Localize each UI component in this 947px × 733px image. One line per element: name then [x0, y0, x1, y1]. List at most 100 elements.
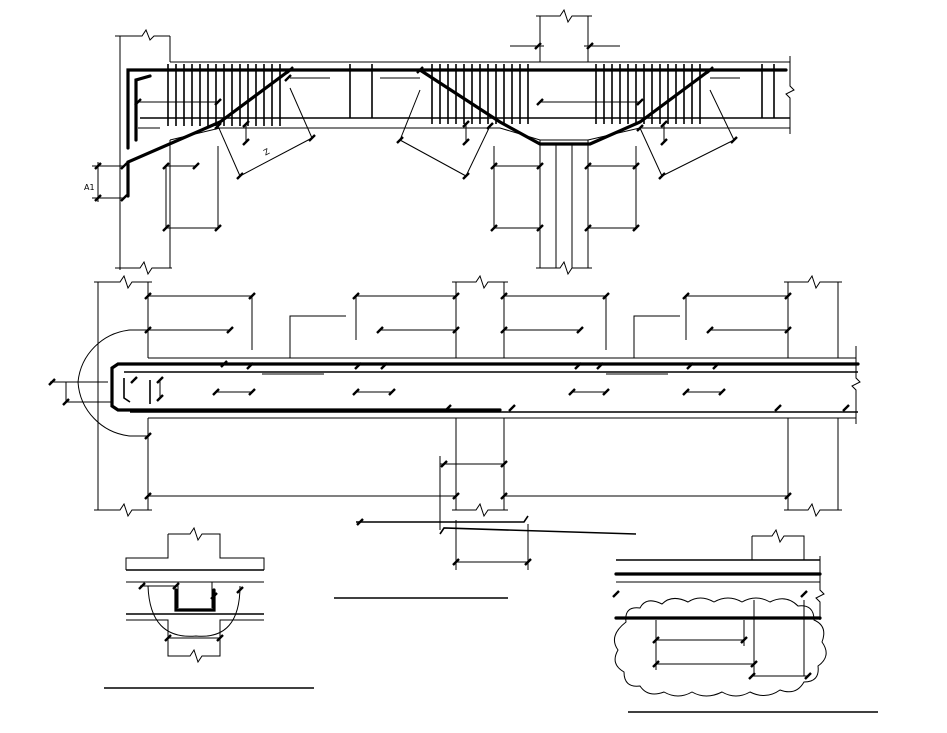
dimension-tick: [144, 492, 152, 500]
dimension-tick: [416, 66, 424, 74]
dimension-tick: [444, 404, 452, 412]
dimension-tick: [500, 492, 508, 500]
dimension-tick: [120, 162, 128, 170]
dimension-tick: [156, 394, 164, 402]
dimension-tick: [144, 432, 152, 440]
dimension-tick: [660, 120, 668, 128]
stirrups-right: [595, 64, 701, 124]
dimension-tick: [120, 194, 128, 202]
dimension-tick: [94, 194, 102, 202]
dimension-tick: [568, 388, 576, 396]
dimension-tick: [784, 326, 792, 334]
dimension-tick: [162, 162, 170, 170]
dimension-tick: [376, 326, 384, 334]
dimension-tick: [652, 660, 660, 668]
dimension-tick: [388, 388, 396, 396]
lap-bar-upper: [356, 515, 529, 523]
dimension-tick: [536, 98, 544, 106]
dimension-tick: [748, 672, 756, 680]
hook-inner: [123, 378, 131, 403]
diagonal-leader: [709, 89, 735, 141]
dimension-tick: [490, 224, 498, 232]
continuous-beam-elevation: [48, 274, 861, 570]
dimension-tick: [462, 120, 470, 128]
dimension-tick: [740, 636, 748, 644]
dimension-tick: [602, 292, 610, 300]
mid-column-break-top: [536, 8, 592, 24]
diagonal-leader: [217, 125, 241, 177]
diagonal-dimension: [239, 137, 313, 177]
dimension-tick: [706, 66, 714, 74]
dimension-tick: [214, 224, 222, 232]
dimension-ticks-middle: [48, 292, 850, 566]
dimension-tick: [144, 292, 152, 300]
dimension-tick: [632, 224, 640, 232]
dimension-tick: [214, 98, 222, 106]
cloud-column-outline: [752, 528, 805, 560]
dimension-tick: [452, 558, 460, 566]
dimension-tick: [462, 172, 470, 180]
dimension-tick: [94, 162, 102, 170]
beam-bottom-line: [169, 127, 790, 141]
dimension-tick: [500, 292, 508, 300]
dimension-tick: [162, 224, 170, 232]
clouded-detail-right: [612, 528, 878, 713]
u-bar: [174, 588, 216, 612]
dimension-tick: [586, 42, 594, 50]
dimension-tick: [536, 224, 544, 232]
dimension-tick: [660, 138, 668, 146]
anchorage-label: Z: [262, 147, 272, 158]
stirrups-left: [167, 64, 281, 126]
dimension-ticks-cloud: [612, 590, 812, 680]
dimension-tick: [576, 326, 584, 334]
dimension-tick: [800, 590, 808, 598]
joint-outline: [125, 534, 169, 570]
dimension-tick: [220, 360, 228, 368]
dimension-ticks-joint: [138, 582, 244, 642]
dimension-tick: [248, 388, 256, 396]
top-bar-with-hook: [110, 362, 860, 412]
dimension-tick: [596, 362, 604, 370]
dimension-tick: [584, 224, 592, 232]
dimension-tick: [500, 460, 508, 468]
dimension-tick: [612, 590, 620, 598]
top-second-bar: [134, 74, 152, 142]
dimension-tick: [536, 162, 544, 170]
dimension-tick: [784, 292, 792, 300]
dimension-ticks-top: [94, 42, 738, 232]
dimension-tick: [380, 362, 388, 370]
dimension-tick: [226, 326, 234, 334]
dimension-tick: [134, 98, 142, 106]
dimension-tick: [658, 172, 666, 180]
dimension-tick: [652, 636, 660, 644]
dimension-tick: [584, 162, 592, 170]
dimension-tick: [602, 388, 610, 396]
dimension-tick: [246, 362, 254, 370]
diagonal-dimension: [661, 139, 735, 177]
dimension-tick: [242, 120, 250, 128]
diagonal-leader: [639, 127, 663, 177]
dimension-tick: [352, 292, 360, 300]
bend-curve: [147, 585, 241, 637]
dimension-tick: [212, 388, 220, 396]
dimension-tick: [524, 558, 532, 566]
anchorage-dimension: [165, 146, 219, 229]
diagonal-leader: [399, 89, 421, 141]
leader-line: [633, 315, 680, 358]
bent-up-bar-left: [126, 68, 292, 198]
dimension-tick: [636, 124, 644, 132]
left-column-break-top: [115, 28, 170, 41]
dimension-tick: [144, 326, 152, 334]
mid-column-break-bottom: [536, 260, 592, 276]
dimension-tick: [682, 292, 690, 300]
dimension-tick: [172, 582, 180, 590]
joint-outline-bottom: [126, 619, 264, 664]
dimension-tick: [500, 326, 508, 334]
hook-width-dim: [65, 382, 112, 403]
span-dimension: [504, 295, 607, 350]
dimension-tick: [216, 634, 224, 642]
diagonal-leader: [465, 125, 491, 177]
stirrups-mid: [431, 64, 529, 124]
diagonal-leader: [289, 87, 313, 139]
